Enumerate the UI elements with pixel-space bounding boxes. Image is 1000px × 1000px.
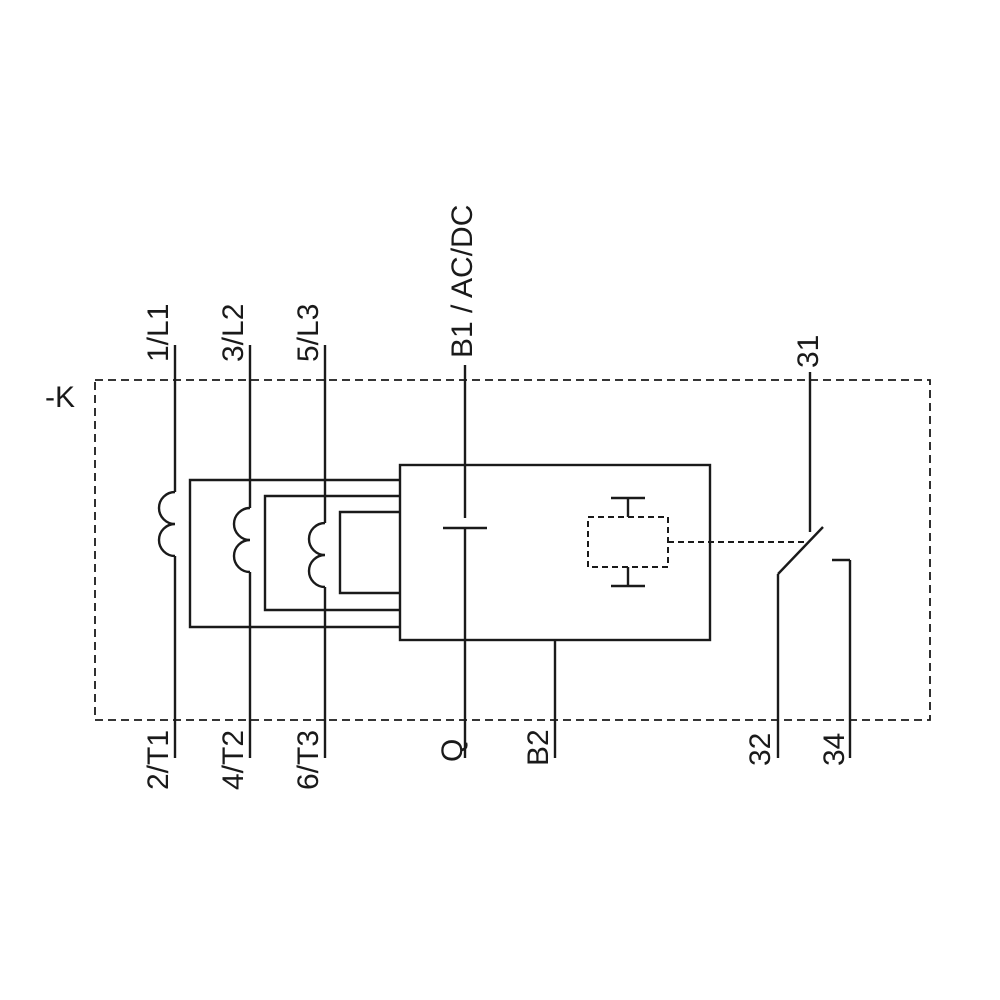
terminal-label-4t2: 4/T2 (217, 730, 250, 790)
aux-changeover-contact (776, 372, 852, 758)
device-designation-label: -K (45, 381, 75, 414)
terminal-label-3l2: 3/L2 (217, 304, 250, 362)
terminal-label-2t1: 2/T1 (142, 730, 175, 790)
phase2-measuring-coil (232, 506, 251, 574)
aux-contact-blade (777, 526, 824, 575)
phase2-sensor-bracket (263, 494, 401, 612)
phase1-sensor-bracket (188, 478, 401, 629)
device-boundary (94, 379, 931, 721)
phase1-measuring-coil (157, 490, 176, 558)
terminal-label-1l1: 1/L1 (142, 304, 175, 362)
relay-coil-symbol (587, 496, 806, 588)
relay-body-outline (398, 463, 712, 642)
terminal-label-b1-acdc: B1 / AC/DC (446, 205, 479, 358)
terminal-label-6t3: 6/T3 (292, 730, 325, 790)
phase1-path (157, 345, 401, 758)
terminal-label-q: Q (436, 739, 469, 762)
terminal-label-b2: B2 (522, 729, 555, 766)
terminal-label-34: 34 (818, 733, 851, 766)
phase2-path (232, 345, 401, 758)
phase3-sensor-bracket (338, 510, 401, 595)
terminal-label-32: 32 (744, 733, 777, 766)
supply-and-test-button (443, 365, 487, 758)
terminal-label-5l3: 5/L3 (292, 304, 325, 362)
phase3-measuring-coil (307, 521, 326, 589)
relay-coil-box (587, 516, 669, 568)
terminal-label-31: 31 (792, 335, 825, 368)
phase3-path (307, 345, 401, 758)
